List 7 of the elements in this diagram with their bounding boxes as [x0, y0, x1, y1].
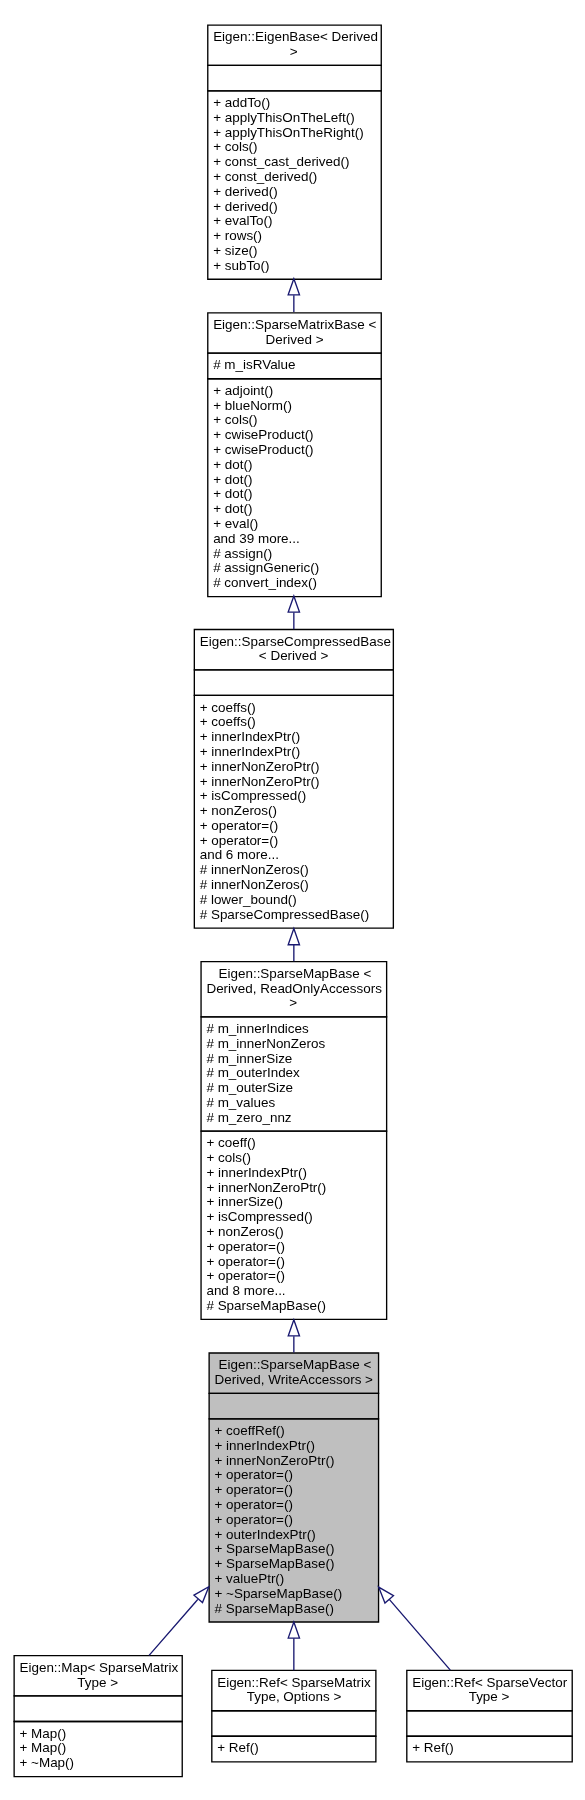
arrow	[287, 1317, 301, 1353]
arrow	[287, 1619, 301, 1671]
arrow	[148, 1584, 211, 1656]
arrow	[287, 593, 301, 630]
arrow	[287, 276, 301, 313]
arrow	[287, 926, 301, 962]
arrow	[377, 1585, 451, 1671]
